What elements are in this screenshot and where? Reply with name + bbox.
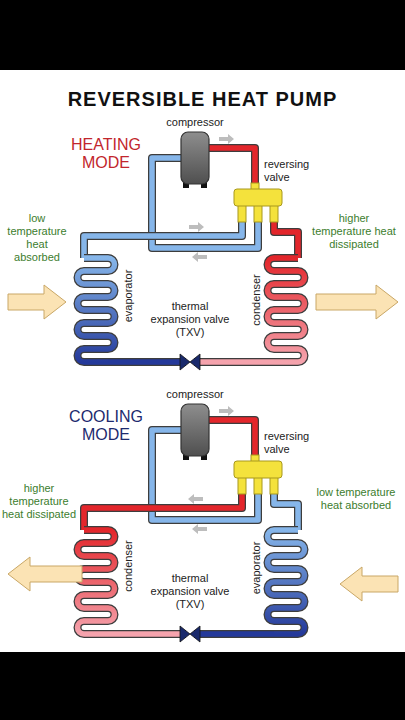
discharge-pipe: [208, 148, 255, 190]
hot-gas-pipe: [84, 492, 242, 530]
heat-in-arrow: [8, 285, 66, 319]
condenser-coil: [78, 530, 115, 634]
coil-label: evaporator: [250, 542, 263, 595]
liquid-pipe: [194, 634, 274, 635]
flow-arrow: [219, 134, 234, 144]
liquid-pipe: [108, 362, 186, 363]
reversing-valve-symbol: [234, 455, 282, 494]
top-band: [0, 0, 405, 70]
component-label: compressor: [155, 388, 235, 401]
flow-arrow: [192, 524, 207, 534]
reversing-valve-symbol: [234, 183, 282, 222]
heat-note: higher temperature heat dissipated: [2, 482, 76, 521]
compressor-symbol: [181, 404, 209, 460]
liquid-pipe: [194, 362, 274, 363]
coil-label: condenser: [250, 274, 263, 325]
expansion-valve-symbol: [180, 626, 200, 642]
bottom-band: [0, 652, 405, 720]
component-label: compressor: [155, 116, 235, 129]
coil-label: condenser: [122, 540, 135, 591]
hot-gas-pipe: [274, 220, 298, 258]
discharge-pipe: [208, 420, 255, 462]
liquid-pipe: [108, 634, 186, 635]
condenser-coil: [268, 258, 305, 362]
heat-note: low temperature heat absorbed: [312, 486, 400, 512]
mode-heading: COOLING MODE: [66, 408, 146, 445]
heat-out-arrow: [8, 557, 82, 591]
heat-note: low temperature heat absorbed: [2, 212, 72, 264]
evaporator-coil: [268, 530, 305, 634]
component-label: thermal expansion valve (TXV): [148, 572, 232, 611]
evaporator-coil: [78, 258, 115, 362]
expansion-valve-symbol: [180, 354, 200, 370]
diagram-title: REVERSIBLE HEAT PUMP: [0, 88, 405, 112]
flow-arrow: [188, 494, 203, 504]
compressor-symbol: [181, 132, 209, 188]
heat-out-arrow: [316, 285, 398, 319]
flow-arrow: [219, 406, 234, 416]
component-label: reversing valve: [264, 430, 318, 456]
vapor-pipe: [84, 220, 242, 258]
heat-in-arrow: [340, 567, 398, 601]
flow-arrow: [189, 222, 204, 232]
heat-note: higher temperature heat dissipated: [308, 212, 400, 251]
component-label: thermal expansion valve (TXV): [148, 300, 232, 339]
vapor-pipe: [274, 492, 298, 530]
mode-heading: HEATING MODE: [66, 136, 146, 173]
component-label: reversing valve: [264, 158, 318, 184]
flow-arrow: [192, 252, 207, 262]
coil-label: evaporator: [122, 270, 135, 323]
